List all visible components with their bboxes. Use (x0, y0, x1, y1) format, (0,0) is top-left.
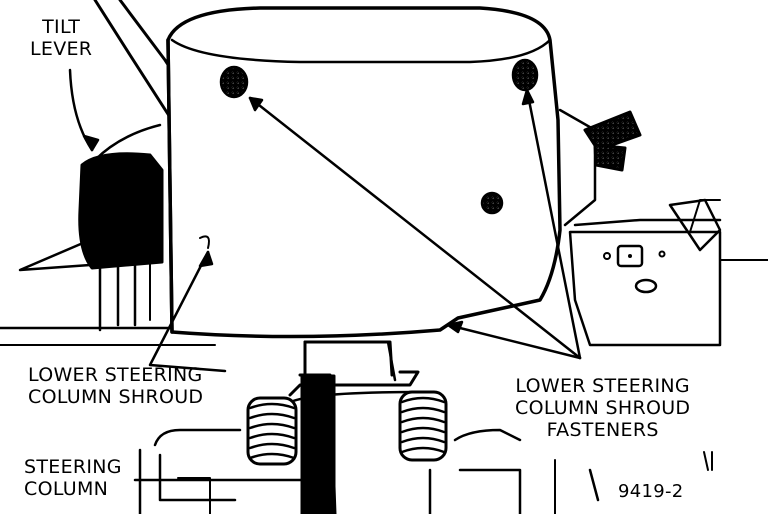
figure-number: 9419-2 (618, 481, 684, 502)
steering-column-label-line1: STEERING (24, 456, 122, 478)
fasteners-label-line2: COLUMN SHROUD (515, 397, 691, 419)
tilt-lever-label: TILT LEVER (30, 16, 92, 60)
fastener-leader-2 (525, 88, 582, 360)
tilt-lever (78, 152, 164, 332)
shroud-leader (148, 250, 227, 373)
lock-cylinder (583, 110, 642, 172)
tilt-lever-label-line2: LEVER (30, 38, 93, 60)
fasteners-label-line1: LOWER STEERING (515, 375, 690, 397)
steering-column-label: STEERING COLUMN (24, 456, 122, 500)
fasteners-label-line3: FASTENERS (546, 419, 659, 441)
shroud-fasteners (219, 58, 539, 215)
instrument-panel-right (568, 199, 722, 347)
steering-column-label-line2: COLUMN (24, 478, 109, 500)
tilt-lever-label-line1: TILT (42, 16, 81, 38)
tilt-lever-arrowhead (82, 134, 100, 152)
lower-shroud-label: LOWER STEERING COLUMN SHROUD (28, 364, 203, 408)
fastener-leader-3 (446, 323, 582, 360)
column-springs (246, 370, 448, 466)
dash-panel-lines (0, 0, 768, 346)
fastener-leader-1 (248, 96, 582, 360)
lower-shroud (166, 6, 562, 339)
left-spring (246, 396, 298, 466)
leader-lines (68, 68, 582, 488)
lower-shroud-label-line2: COLUMN SHROUD (28, 386, 204, 408)
fasteners-label: LOWER STEERING COLUMN SHROUD FASTENERS (515, 375, 690, 441)
lower-bracket (138, 428, 713, 514)
steering-column-shaft (298, 340, 397, 514)
right-spring (398, 390, 448, 462)
lower-shroud-label-line1: LOWER STEERING (28, 364, 203, 386)
